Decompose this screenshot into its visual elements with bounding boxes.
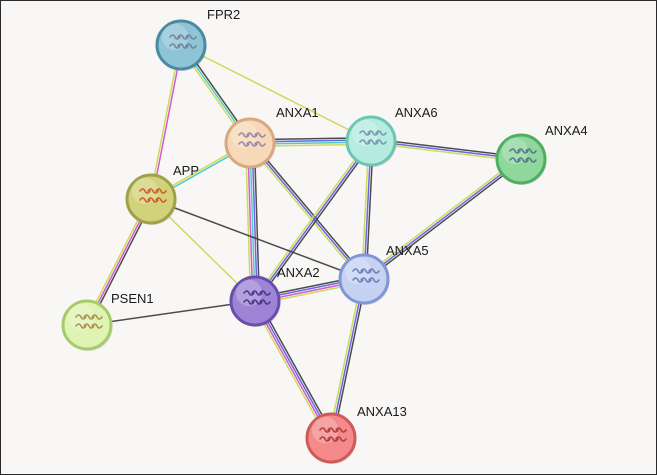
node-label: ANXA5 <box>386 243 429 258</box>
node-circle <box>224 117 276 169</box>
edge-strand <box>86 300 256 326</box>
node-label: ANXA6 <box>395 105 438 120</box>
edge-strand <box>249 142 256 302</box>
edge-fpr2-anxa6[interactable] <box>180 44 372 142</box>
node-circle <box>495 133 547 185</box>
node-anxa13[interactable]: ANXA13 <box>305 404 407 464</box>
edge-strand <box>256 141 374 304</box>
protein-structure-icon <box>75 314 103 329</box>
edge-app-anxa5[interactable] <box>150 198 365 280</box>
edge-strand <box>244 142 252 302</box>
edge-anxa1-anxa5[interactable] <box>247 140 367 282</box>
edge-strand <box>180 44 372 142</box>
node-circle <box>305 412 357 464</box>
edge-strand <box>330 278 365 439</box>
protein-structure-icon <box>243 290 271 305</box>
edge-strand <box>250 140 367 279</box>
edge-strand <box>252 138 370 301</box>
node-circle <box>61 299 113 351</box>
edge-strand <box>247 143 364 282</box>
node-label: APP <box>173 163 199 178</box>
node-psen1[interactable]: PSEN1 <box>61 291 154 351</box>
edge-anxa6-anxa2[interactable] <box>252 138 374 304</box>
node-anxa6[interactable]: ANXA6 <box>345 105 438 167</box>
node-label: ANXA13 <box>357 404 407 419</box>
edge-strand <box>361 156 521 279</box>
node-anxa4[interactable]: ANXA4 <box>495 123 588 185</box>
node-circle <box>229 275 281 327</box>
edge-strand <box>255 299 333 439</box>
edge-strand <box>257 298 335 438</box>
edge-strand <box>251 142 258 302</box>
edges-layer <box>84 42 524 441</box>
node-label: FPR2 <box>207 7 240 22</box>
edge-strand <box>149 44 181 200</box>
edge-psen1-anxa2[interactable] <box>86 300 256 326</box>
node-anxa1[interactable]: ANXA1 <box>224 105 319 169</box>
edge-strand <box>150 198 365 280</box>
node-app[interactable]: APP <box>125 163 199 225</box>
edge-strand <box>251 301 329 441</box>
protein-structure-icon <box>139 188 167 203</box>
edge-anxa1-anxa2[interactable] <box>244 142 261 302</box>
edge-strand <box>253 142 261 302</box>
protein-structure-icon <box>509 148 537 163</box>
node-label: ANXA4 <box>545 123 588 138</box>
node-label: ANXA2 <box>277 265 320 280</box>
edge-strand <box>151 44 183 200</box>
edge-strand <box>332 278 367 440</box>
node-anxa2[interactable]: ANXA2 <box>229 265 320 327</box>
edge-fpr2-app[interactable] <box>149 44 183 200</box>
protein-structure-icon <box>319 427 347 442</box>
edge-anxa2-anxa13[interactable] <box>251 298 335 441</box>
node-label: PSEN1 <box>111 291 154 306</box>
protein-structure-icon <box>169 34 197 49</box>
edge-strand <box>253 300 331 440</box>
protein-structure-icon <box>352 268 380 283</box>
edge-anxa5-anxa13[interactable] <box>328 277 367 440</box>
edge-strand <box>363 158 522 280</box>
node-circle <box>345 115 397 167</box>
edge-strand <box>254 140 372 302</box>
node-fpr2[interactable]: FPR2 <box>155 7 240 71</box>
edge-strand <box>249 142 365 280</box>
node-circle <box>338 253 390 305</box>
node-circle <box>125 173 177 225</box>
edge-strand <box>247 142 254 302</box>
protein-structure-icon <box>359 130 387 145</box>
node-label: ANXA1 <box>276 105 319 120</box>
edge-anxa4-anxa5[interactable] <box>361 156 524 282</box>
node-anxa5[interactable]: ANXA5 <box>338 243 429 305</box>
edge-strand <box>364 159 524 282</box>
protein-structure-icon <box>238 132 266 147</box>
node-circle <box>155 19 207 71</box>
edge-strand <box>328 277 363 439</box>
